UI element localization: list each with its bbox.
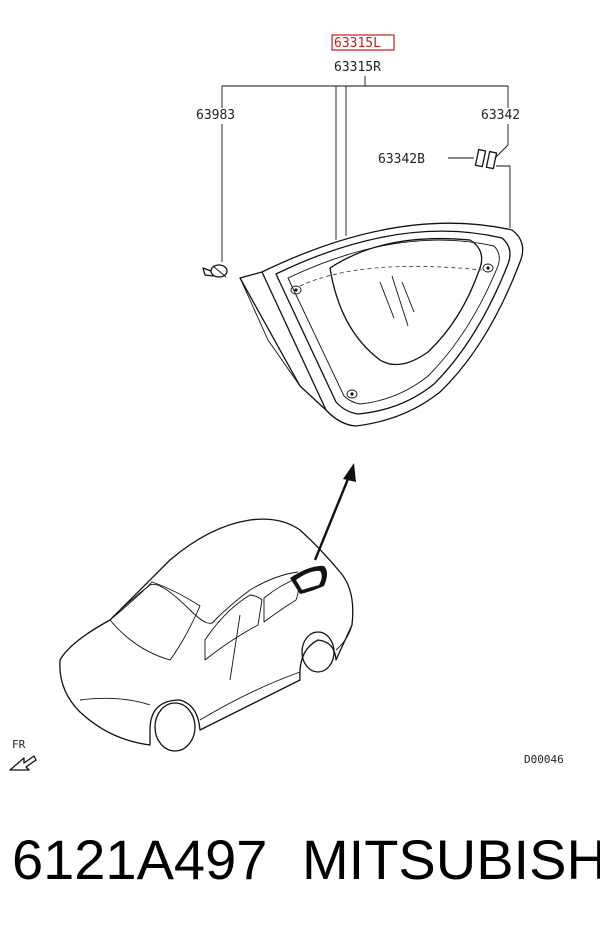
front-direction-arrow-icon (9, 755, 37, 771)
part-number: 6121A497 (12, 828, 268, 891)
location-arrow (313, 463, 356, 561)
leader-lines (221, 76, 511, 262)
highlight-box (331, 34, 395, 51)
callout-main[interactable]: 63315R (334, 60, 381, 75)
brand-name: MITSUBISHI (302, 828, 600, 891)
clip-part (202, 264, 228, 278)
vehicle-illustration (59, 518, 354, 752)
callout-left[interactable]: 63983 (196, 108, 235, 123)
callout-sub[interactable]: 63342B (378, 152, 425, 167)
quarter-glass-assembly (239, 222, 524, 427)
diagram-code: D00046 (524, 753, 564, 766)
callout-highlighted[interactable]: 63315L (334, 36, 381, 51)
direction-label: FR (12, 738, 26, 751)
spacer-parts (474, 148, 498, 170)
callout-right[interactable]: 63342 (481, 108, 520, 123)
